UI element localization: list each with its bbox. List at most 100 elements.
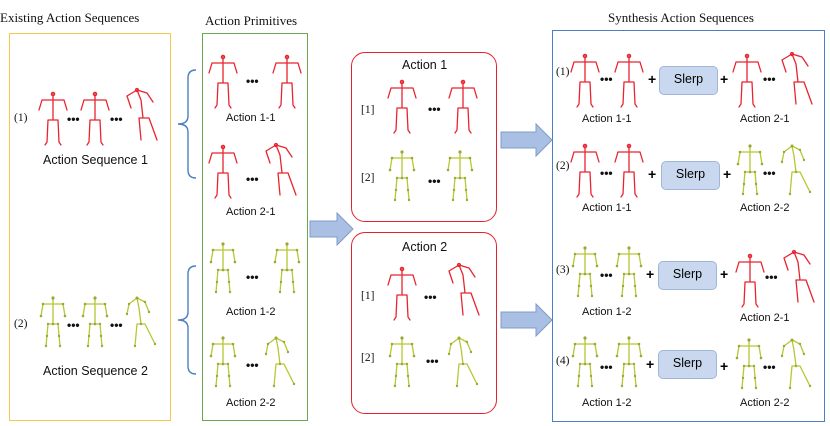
synth-row1-ellipsis-1: ••• [600, 72, 613, 86]
brace-bottom [177, 265, 197, 375]
arrow-action2-to-synthesis [500, 302, 553, 338]
prim4-figure-1 [209, 335, 237, 388]
synth-row3-slerp: Slerp [658, 261, 717, 290]
action2-idx2: [2] [361, 352, 375, 364]
synth-row4-ellipsis-1: ••• [600, 360, 613, 374]
synth-row4-plus-1: + [646, 356, 655, 372]
synthesis-header: Synthesis Action Sequences [608, 10, 754, 25]
prim1-figure-2 [272, 54, 302, 109]
synth-row3-ellipsis-1: ••• [600, 268, 613, 282]
action2-ellipsis-2: ••• [426, 354, 439, 368]
synth-row2-plus-2: + [723, 166, 732, 182]
action1-idx2: [2] [361, 172, 375, 184]
synth-row1-ellipsis-2: ••• [763, 72, 776, 86]
prim1-label: Action 1-1 [226, 112, 276, 124]
action2-idx1: [1] [361, 290, 375, 302]
synth-row2-ellipsis-1: ••• [600, 166, 613, 180]
prim3-figure-2 [273, 241, 301, 294]
action1-figure-3 [388, 149, 416, 202]
synth-row1-left-label: Action 1-1 [582, 113, 632, 125]
synth-row2-index: (2) [556, 160, 570, 172]
synth-row2-right-fig2 [780, 143, 812, 196]
action2-ellipsis-1: ••• [424, 290, 437, 304]
prim2-figure-2 [265, 142, 297, 196]
synth-row3-left-fig1 [571, 245, 599, 298]
action2-figure-4 [447, 335, 479, 388]
action2-figure-3 [388, 335, 416, 388]
seq1-figure-2 [80, 91, 110, 146]
synth-row3-ellipsis-2: ••• [765, 270, 778, 284]
synth-row4-ellipsis-2: ••• [763, 360, 776, 374]
synth-row3-left-label: Action 1-2 [582, 306, 632, 318]
prim2-ellipsis: ••• [246, 172, 259, 186]
synth-row2-left-fig1 [570, 143, 600, 198]
prim3-figure-1 [209, 241, 237, 294]
synth-row4-plus-2: + [720, 358, 729, 374]
action1-figure-1 [387, 79, 417, 134]
action1-ellipsis-1: ••• [428, 102, 441, 116]
synth-row1-plus-1: + [648, 71, 657, 87]
existing-header: Existing Action Sequences [0, 10, 140, 25]
seq2-figure-1 [39, 295, 67, 348]
synth-row2-slerp: Slerp [661, 161, 720, 190]
action1-ellipsis-2: ••• [428, 174, 441, 188]
synth-row4-slerp: Slerp [658, 350, 717, 379]
seq2-label: Action Sequence 2 [43, 364, 148, 378]
seq1-figure-1 [38, 91, 68, 146]
synth-row3-index: (3) [556, 264, 570, 276]
seq2-index: (2) [14, 318, 28, 330]
seq2-figure-3 [125, 295, 157, 348]
primitives-panel [202, 33, 308, 421]
seq2-ellipsis-1: ••• [67, 318, 80, 332]
action1-group [351, 52, 497, 222]
action1-figure-4 [446, 149, 474, 202]
synth-row4-right-fig2 [780, 337, 812, 390]
synth-row3-right-fig2 [783, 249, 815, 303]
synth-row2-left-fig2 [614, 143, 644, 198]
seq1-index: (1) [14, 112, 28, 124]
synth-row2-left-label: Action 1-1 [582, 202, 632, 214]
synth-row2-plus-1: + [648, 166, 657, 182]
synth-row1-right-fig2 [781, 51, 813, 105]
synth-row1-right-fig1 [732, 53, 762, 108]
synth-row2-right-label: Action 2-2 [740, 202, 790, 214]
action2-title: Action 2 [402, 240, 448, 254]
synth-row3-right-fig1 [735, 253, 765, 308]
prim3-label: Action 1-2 [226, 306, 276, 318]
synth-row1-index: (1) [556, 66, 570, 78]
seq2-ellipsis-2: ••• [110, 318, 123, 332]
synth-row4-right-fig1 [735, 337, 763, 390]
synth-row1-slerp: Slerp [659, 66, 718, 95]
prim4-figure-2 [264, 335, 296, 388]
synth-row4-left-label: Action 1-2 [582, 397, 632, 409]
synth-row3-plus-2: + [720, 266, 729, 282]
synth-row1-left-fig2 [614, 53, 644, 108]
synth-row1-plus-2: + [720, 71, 729, 87]
arrow-action1-to-synthesis [500, 122, 553, 158]
synth-row4-index: (4) [556, 355, 570, 367]
synth-row1-left-fig1 [570, 53, 600, 108]
action2-figure-1 [387, 266, 417, 321]
action2-group [351, 232, 497, 414]
synth-row2-ellipsis-2: ••• [763, 166, 776, 180]
seq2-figure-2 [81, 295, 109, 348]
primitives-header: Action Primitives [205, 13, 298, 28]
prim1-figure-1 [208, 54, 238, 109]
prim2-label: Action 2-1 [226, 206, 276, 218]
prim4-label: Action 2-2 [226, 397, 276, 409]
prim2-figure-1 [208, 144, 238, 199]
prim4-ellipsis: ••• [246, 358, 259, 372]
prim1-ellipsis: ••• [246, 74, 259, 88]
synth-row1-right-label: Action 2-1 [740, 113, 790, 125]
existing-panel [9, 33, 171, 421]
seq1-ellipsis-2: ••• [110, 112, 123, 126]
synth-row4-right-label: Action 2-2 [740, 397, 790, 409]
action1-figure-2 [448, 79, 478, 134]
synth-row3-right-label: Action 2-1 [740, 312, 790, 324]
action1-idx1: [1] [361, 104, 375, 116]
brace-top [177, 69, 197, 179]
synth-row3-left-fig2 [615, 245, 643, 298]
seq1-label: Action Sequence 1 [43, 153, 148, 167]
synth-row4-left-fig1 [571, 335, 599, 388]
prim3-ellipsis: ••• [246, 270, 259, 284]
